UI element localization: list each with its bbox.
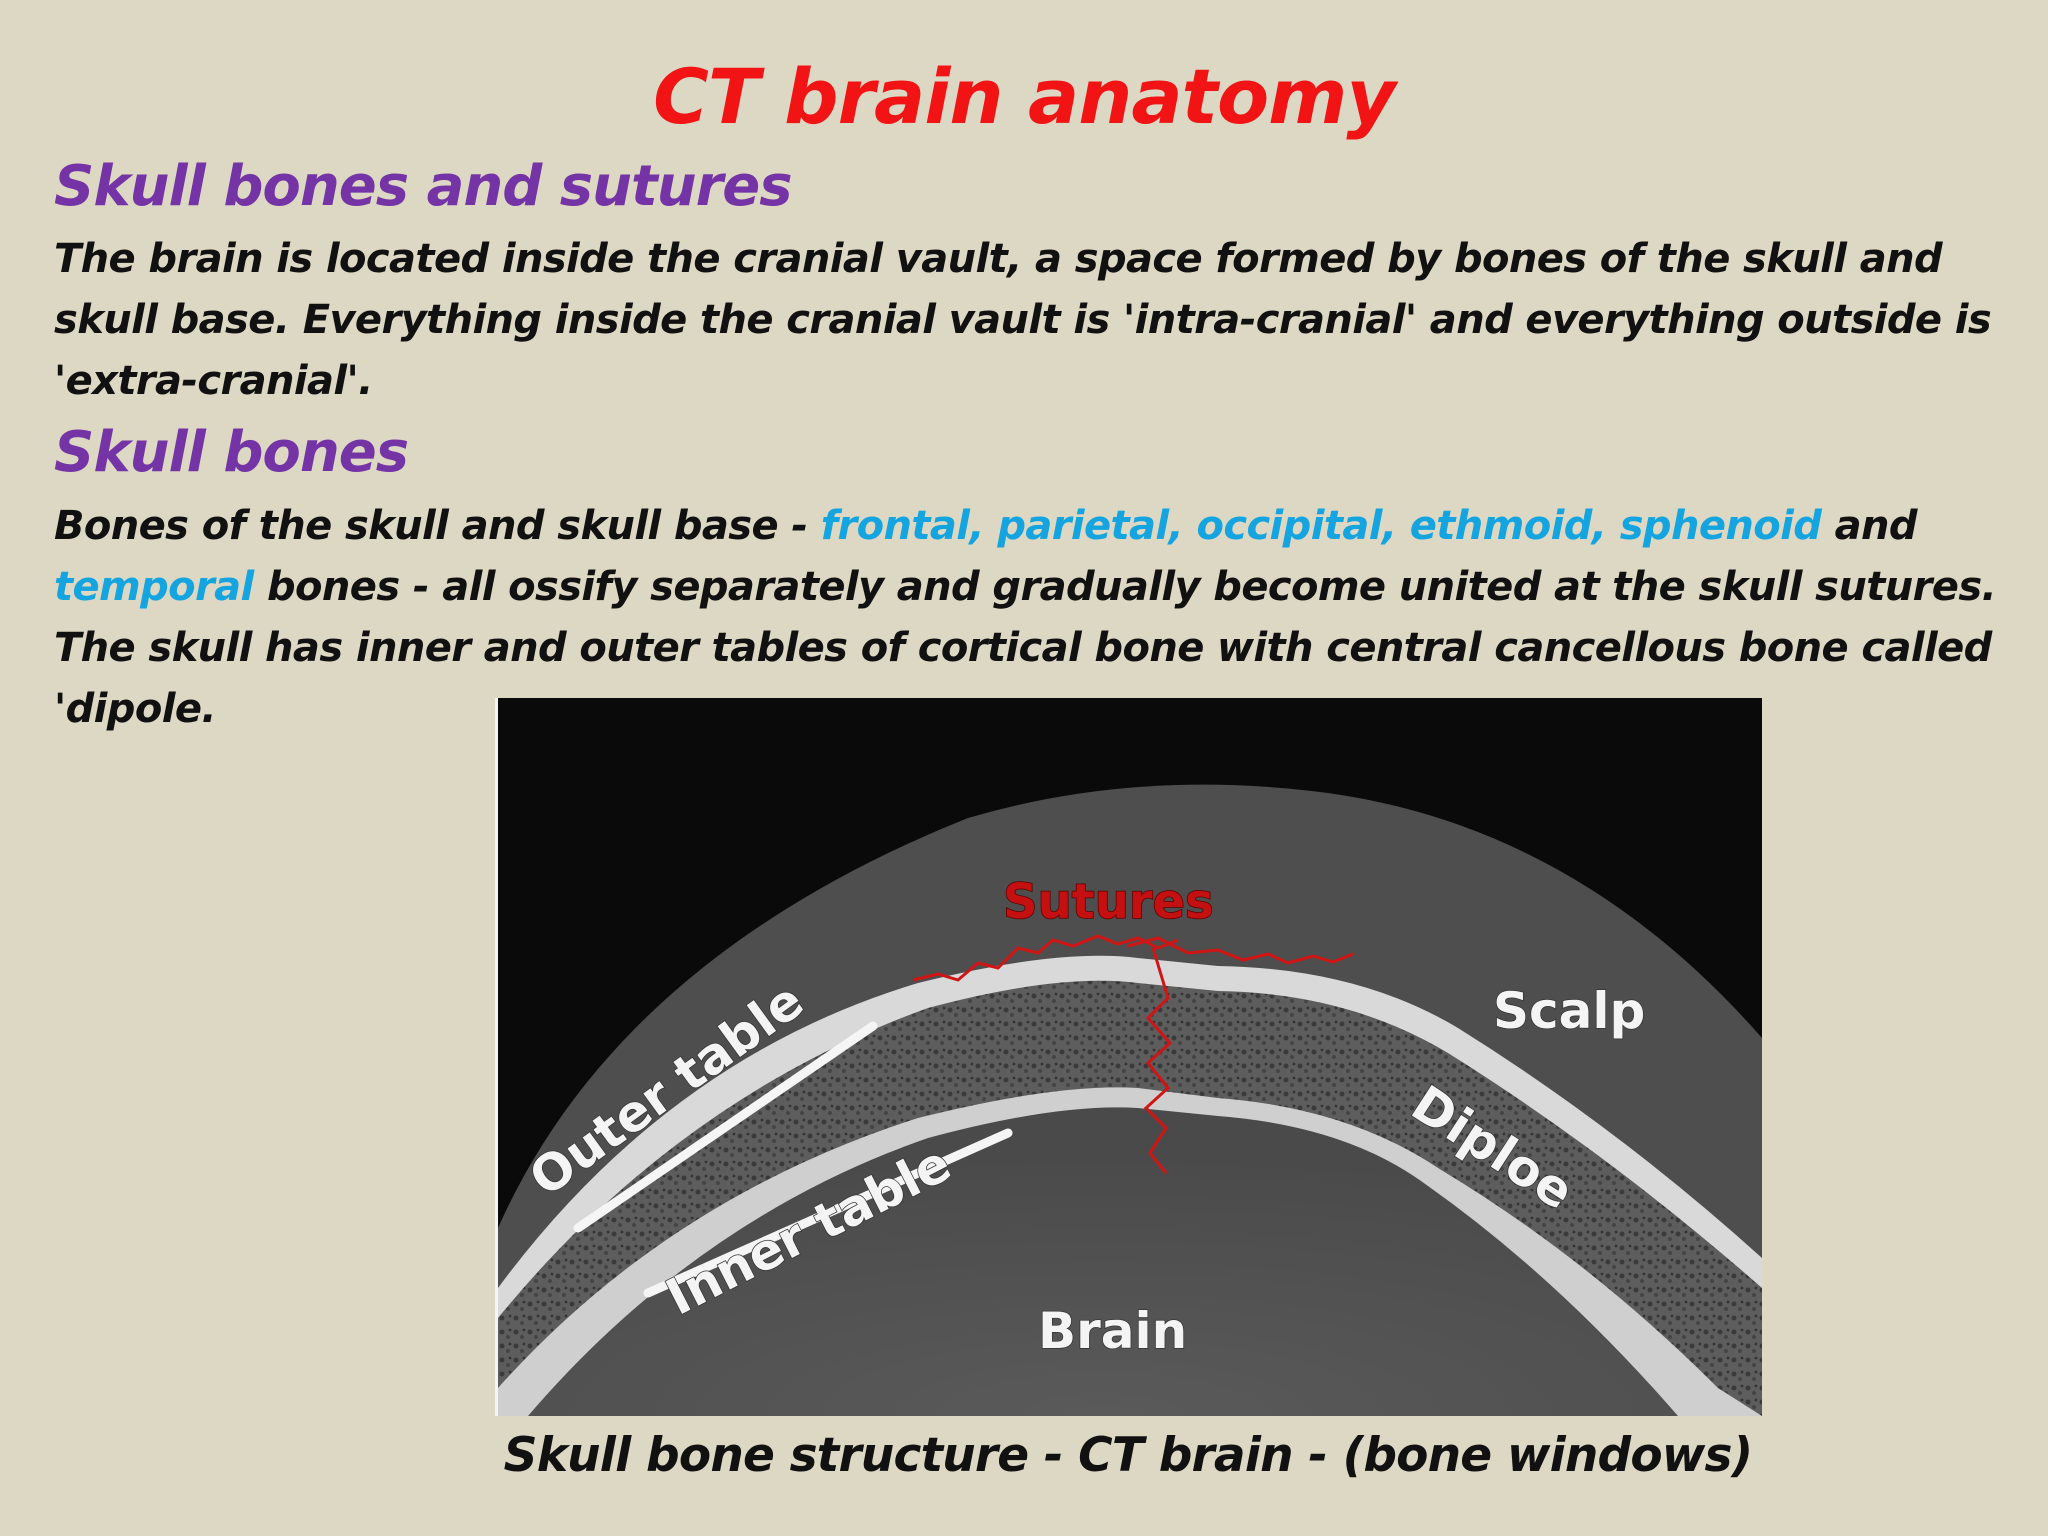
text-segment: Bones of the skull and skull base - (54, 503, 821, 549)
section-text-cranial-vault: The brain is located inside the cranial … (54, 236, 1992, 404)
outer-table-pointer (573, 1021, 878, 1233)
section-text-skull-bones: Bones of the skull and skull base - fron… (54, 496, 2014, 740)
section-heading-skull-bones: Skull bones (54, 420, 409, 485)
text-segment: and (1821, 503, 1918, 549)
label-brain: Brain (1038, 1302, 1187, 1360)
highlighted-bone-names: frontal, parietal, occipital, ethmoid, s… (820, 503, 1822, 549)
label-scalp: Scalp (1493, 982, 1645, 1040)
sutures-lines (912, 934, 1354, 1174)
ct-skull-illustration: Sutures Outer table Inner table Scalp Di… (498, 784, 1762, 1416)
highlighted-temporal: temporal (54, 564, 254, 610)
inner-table-pointer (643, 1128, 1013, 1298)
brain-region (528, 1107, 1678, 1416)
section-heading-skull-bones-and-sutures: Skull bones and sutures (54, 154, 793, 219)
text-segment: bones - all ossify separately and gradua… (54, 564, 1997, 732)
ct-skull-image: Sutures Outer table Inner table Scalp Di… (495, 698, 1762, 1416)
label-sutures: Sutures (1003, 874, 1214, 930)
slide-title: CT brain anatomy (653, 52, 1396, 141)
figure-caption: Skull bone structure - CT brain - (bone … (503, 1428, 1754, 1483)
